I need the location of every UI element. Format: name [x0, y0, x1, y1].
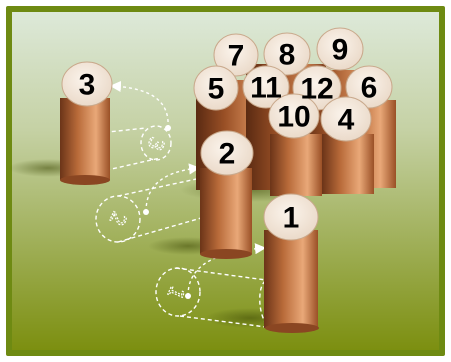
pin-9-label: 9 — [332, 34, 349, 67]
pin-1-base — [265, 323, 319, 333]
pin-2-body — [200, 168, 252, 254]
pin-7-label: 7 — [228, 40, 245, 73]
pin-4-label: 4 — [338, 104, 355, 137]
pin-8-label: 8 — [279, 39, 296, 72]
pin-5-label: 5 — [208, 73, 225, 106]
pin-2-label: 2 — [219, 138, 236, 171]
pin-6-label: 6 — [361, 72, 378, 105]
pin-2-base — [200, 249, 252, 259]
pin-3-label: 3 — [79, 69, 96, 102]
pin-10-label: 10 — [277, 101, 310, 134]
pin-3-body — [60, 98, 110, 180]
pin-3-base — [60, 175, 110, 185]
pin-1-body — [264, 230, 318, 328]
pin-1-label: 1 — [283, 202, 300, 235]
